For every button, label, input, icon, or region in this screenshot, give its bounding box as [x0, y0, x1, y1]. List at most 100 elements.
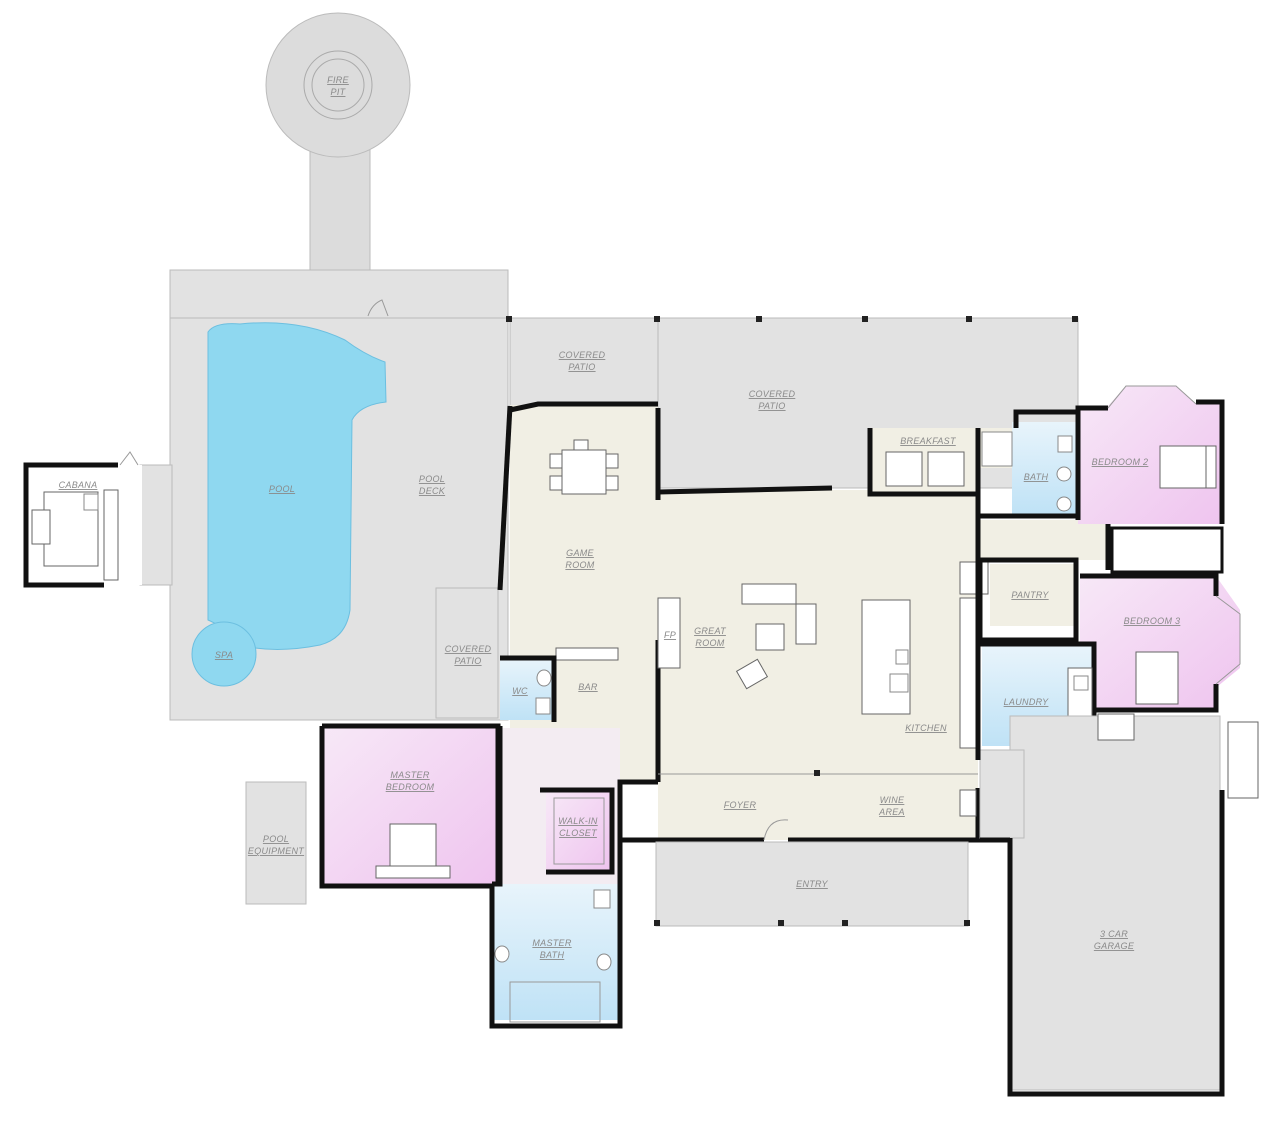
wine-area-label-1: WINE — [880, 795, 905, 805]
wc-toilet-icon — [535, 697, 551, 715]
game-room-label-2: ROOM — [565, 560, 594, 570]
cabana-sink-icon — [83, 493, 99, 511]
cabana-label: CABANA — [59, 480, 98, 490]
bedroom-2-label: BEDROOM 2 — [1092, 457, 1149, 467]
covered-patio-top-label-1: COVERED — [559, 350, 606, 360]
wc-sink-icon — [536, 669, 552, 687]
pantry: PANTRY — [977, 557, 1079, 643]
master-bath-toilet-icon — [593, 889, 611, 909]
pool-deck-label-1: POOL — [419, 474, 445, 484]
bedroom-3: BEDROOM 3 — [1080, 573, 1241, 713]
deck-gate-icon — [367, 299, 389, 317]
shower-icon — [981, 431, 1013, 467]
bath-toilet-icon — [1057, 435, 1073, 453]
storage-cabinet-icon — [1227, 721, 1259, 799]
bedroom-3-label: BEDROOM 3 — [1124, 616, 1181, 626]
master-bath-sink-icon — [494, 945, 510, 963]
laundry-label: LAUNDRY — [1004, 697, 1049, 707]
covered-patio-side-label-2: PATIO — [454, 656, 481, 666]
hall — [1110, 526, 1224, 574]
cooktop-icon — [889, 673, 909, 693]
master-bath-label-2: BATH — [540, 950, 565, 960]
fire-pit-area: FIRE PIT — [265, 12, 411, 276]
covered-patio-side-label-1: COVERED — [445, 644, 492, 654]
breakfast-table-icon — [885, 451, 923, 487]
chair-icon — [605, 475, 619, 491]
covered-patio-top — [509, 317, 659, 411]
fire-pit-ring — [303, 50, 373, 120]
walk-in-closet-label-1: WALK-IN — [558, 816, 598, 826]
fire-pit-walkway — [309, 139, 371, 276]
exterior-walls — [492, 494, 1111, 1026]
fireplace-icon — [657, 597, 681, 669]
cabana-bar-rail — [103, 489, 119, 581]
house-floor — [500, 405, 1108, 888]
wine-rack-icon — [959, 789, 977, 817]
bed-icon — [1159, 445, 1215, 489]
foyer: FOYER WINE AREA — [620, 770, 981, 843]
fridge-icon — [959, 561, 989, 595]
foyer-label: FOYER — [724, 800, 757, 810]
pantry-label: PANTRY — [1011, 590, 1049, 600]
chair-icon — [549, 453, 563, 469]
cabana-cabinet — [31, 509, 51, 545]
master-bedroom-label-2: BEDROOM — [386, 782, 435, 792]
pool-label: POOL — [269, 484, 295, 494]
laundry-sink-icon — [1073, 675, 1089, 691]
upper-terrace — [169, 269, 509, 319]
bedroom-2: BEDROOM 2 — [1075, 385, 1225, 524]
nightstand-icon — [1205, 445, 1217, 489]
cabana-walk — [139, 464, 173, 586]
fire-pit-label-2: PIT — [331, 87, 347, 97]
master-bath-sink-icon — [596, 953, 612, 971]
cabana-door-icon — [119, 451, 139, 466]
kitchen-counter — [959, 597, 979, 749]
spa — [191, 621, 257, 687]
fire-pit-label-1: FIRE — [327, 75, 349, 85]
walk-in-closet: WALK-IN CLOSET — [540, 787, 615, 875]
game-room-label-1: GAME — [566, 548, 594, 558]
bath-label: BATH — [1024, 472, 1049, 482]
pool-equipment-label-1: POOL — [263, 834, 289, 844]
fire-pit-outer — [265, 12, 411, 158]
game-table — [561, 449, 607, 495]
game-room: GAME ROOM BAR — [497, 401, 661, 692]
bath-sink-icon — [1056, 466, 1072, 482]
master-bedroom-label-1: MASTER — [390, 770, 430, 780]
fire-pit-inner — [311, 58, 365, 112]
garage-label-2: GARAGE — [1094, 941, 1135, 951]
wc-label: WC — [512, 686, 528, 696]
covered-patio-side — [435, 587, 499, 719]
bar-label: BAR — [578, 682, 598, 692]
breakfast-table-icon — [927, 451, 965, 487]
master-bath: MASTER BATH — [489, 884, 623, 1029]
bath-sink-icon — [1056, 496, 1072, 512]
water-heater-icon — [1097, 713, 1135, 741]
fp-label: FP — [664, 630, 676, 640]
kitchen-label: KITCHEN — [905, 723, 947, 733]
pool-equipment: POOL EQUIPMENT — [245, 781, 307, 905]
wine-area-label-2: AREA — [878, 807, 905, 817]
breakfast-label: BREAKFAST — [900, 436, 957, 446]
pool-deck-label-2: DECK — [419, 486, 446, 496]
great-room: FP GREAT ROOM — [655, 485, 833, 782]
sofa-icon — [795, 603, 817, 645]
garage-label-1: 3 CAR — [1100, 929, 1128, 939]
cabana: CABANA — [23, 451, 142, 588]
walk-in-closet-label-2: CLOSET — [559, 828, 598, 838]
great-room-label-2: ROOM — [695, 638, 724, 648]
entry-label: ENTRY — [796, 879, 828, 889]
sofa-icon — [741, 583, 797, 605]
covered-patio-top-label-2: PATIO — [568, 362, 595, 372]
chair-icon — [573, 439, 589, 451]
pool — [207, 322, 387, 650]
kitchen: KITCHEN BREAKFAST — [861, 428, 989, 749]
great-room-label-1: GREAT — [694, 626, 727, 636]
covered-patio-main-label-2: PATIO — [758, 401, 785, 411]
chair-icon — [549, 475, 563, 491]
master-bath-label-1: MASTER — [532, 938, 572, 948]
kitchen-sink-icon — [895, 649, 909, 665]
master-bedroom: MASTER BEDROOM — [319, 723, 501, 889]
coffee-table-icon — [755, 623, 785, 651]
